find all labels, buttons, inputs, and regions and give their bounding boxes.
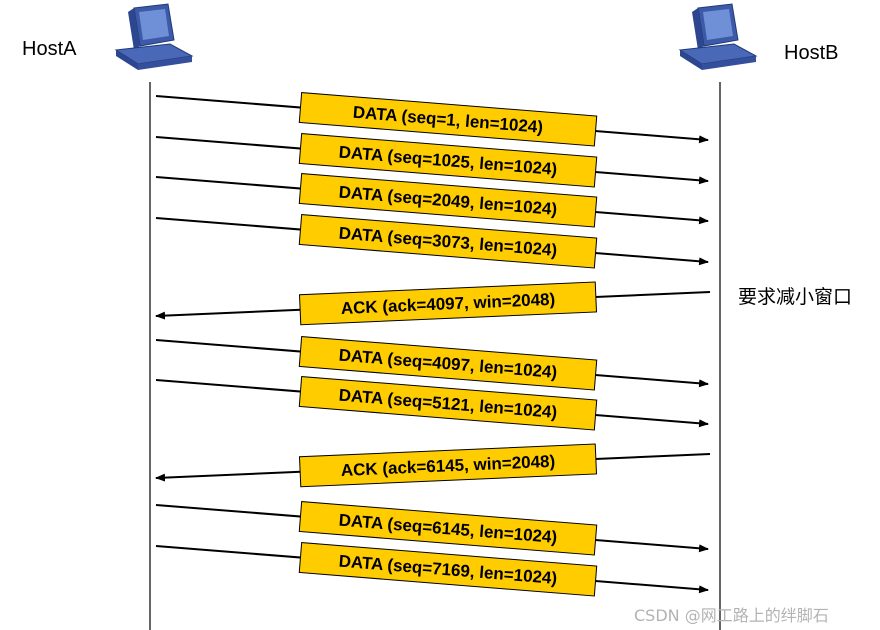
message-box-bg (298, 133, 598, 188)
message-box-bg (298, 214, 598, 269)
message: DATA (seq=5121, len=1024) (155, 376, 709, 431)
message: DATA (seq=7169, len=1024) (155, 542, 709, 597)
host-b-label: HostB (784, 42, 839, 64)
message-box-bg (298, 542, 598, 597)
message-box-bg (298, 281, 598, 326)
message-box-bg (298, 443, 598, 488)
messages: DATA (seq=1, len=1024)DATA (seq=1025, le… (155, 92, 711, 597)
message-box-bg (298, 501, 598, 556)
message: ACK (ack=6145, win=2048) (155, 443, 711, 488)
message-box-bg (298, 173, 598, 228)
message-box-bg (298, 336, 598, 391)
message: DATA (seq=1025, len=1024) (155, 133, 709, 188)
message: ACK (ack=4097, win=2048) (155, 281, 711, 326)
message-box-bg (298, 376, 598, 431)
message: DATA (seq=6145, len=1024) (155, 501, 709, 556)
message-box: ACK (ack=4097, win=2048) (298, 281, 598, 326)
computer-icon (114, 3, 194, 70)
message: DATA (seq=2049, len=1024) (155, 173, 709, 228)
window-reduce-annotation: 要求减小窗口 (738, 286, 853, 308)
host-a-label: HostA (22, 38, 77, 60)
message-box: ACK (ack=6145, win=2048) (298, 443, 598, 488)
message: DATA (seq=3073, len=1024) (155, 214, 709, 269)
message: DATA (seq=4097, len=1024) (155, 336, 709, 391)
computer-icon (678, 3, 758, 70)
watermark: CSDN @网工路上的绊脚石 (634, 606, 829, 625)
message-box-bg (298, 92, 598, 147)
message: DATA (seq=1, len=1024) (155, 92, 709, 147)
